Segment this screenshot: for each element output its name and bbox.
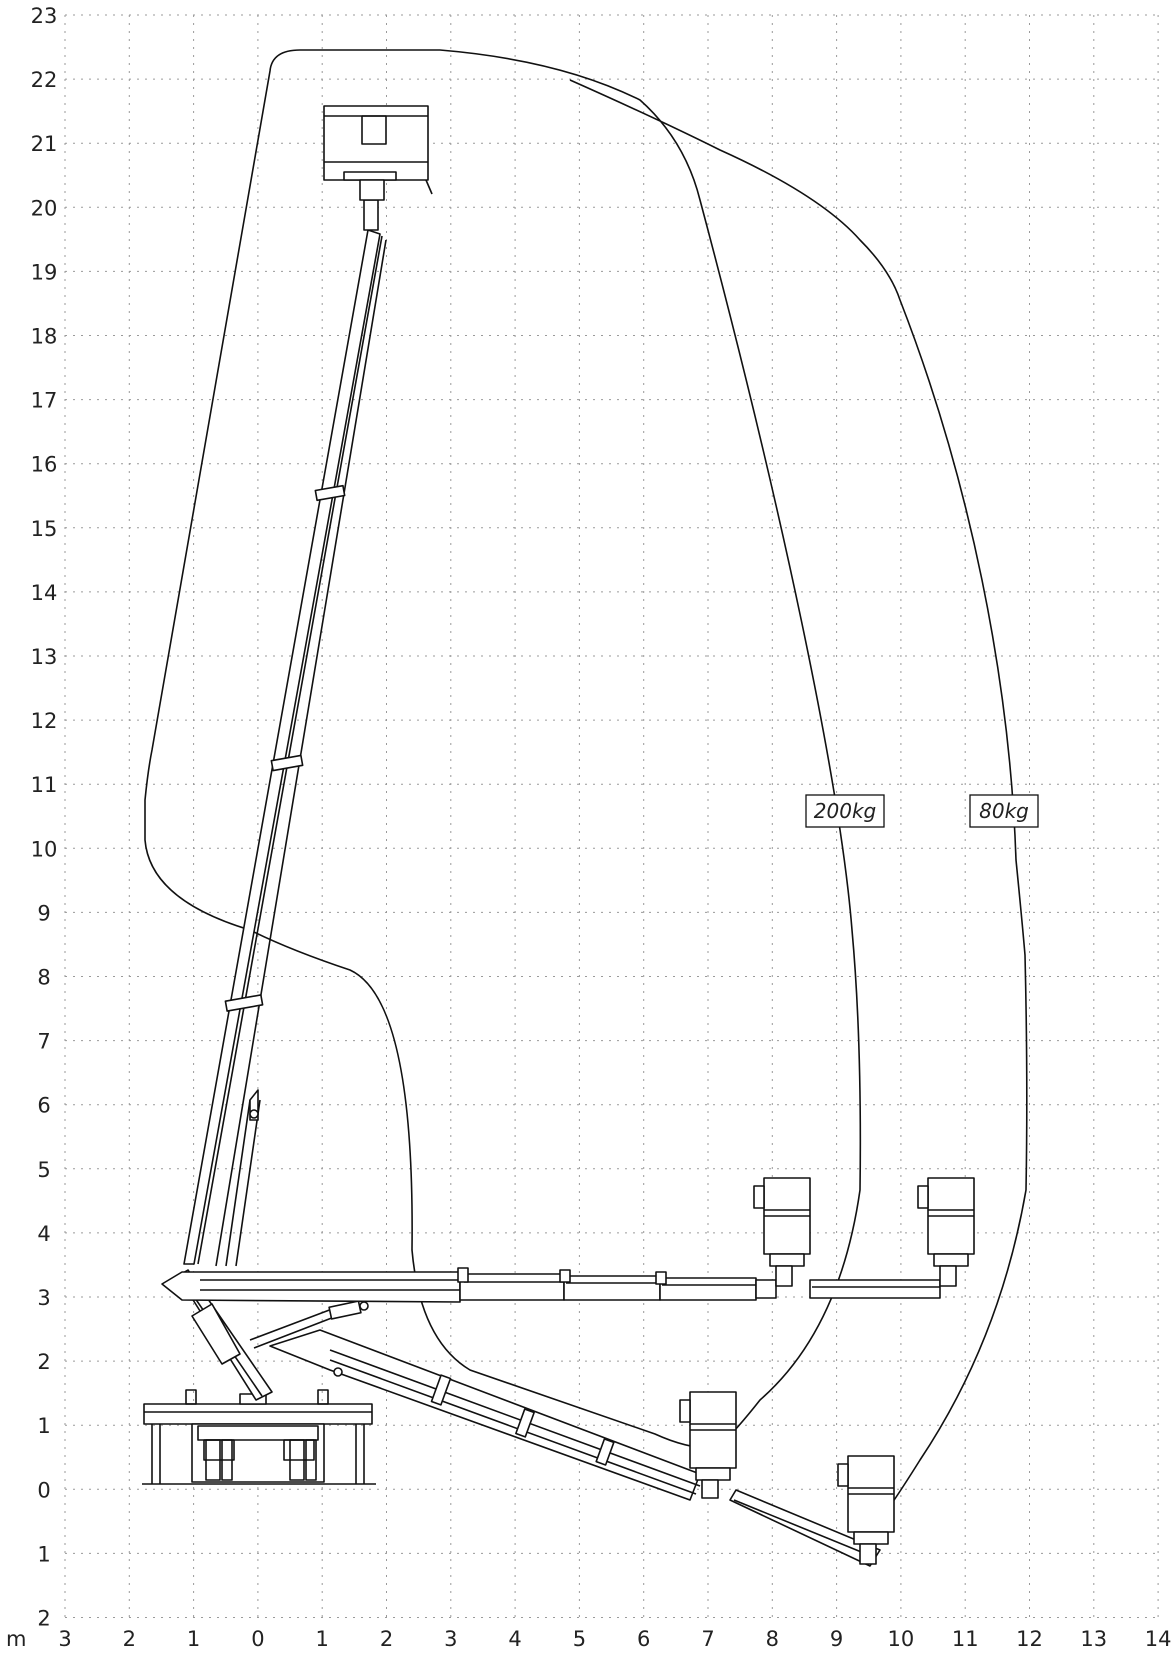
envelope-80kg	[569, 79, 1028, 1521]
y-tick-label: 19	[31, 260, 58, 284]
y-tick-label: 18	[31, 325, 58, 349]
y-tick-label: 4	[37, 1222, 50, 1246]
y-tick-label: 0	[37, 1478, 50, 1502]
y-tick-label: 1	[37, 1414, 50, 1438]
y-tick-label: 9	[37, 901, 50, 925]
y-tick-label: 3	[37, 1286, 50, 1310]
x-tick-label: 8	[766, 1627, 779, 1649]
label-80kg-text: 80kg	[979, 799, 1029, 823]
y-tick-label: 11	[31, 773, 58, 797]
lower-arm	[177, 1269, 369, 1401]
basket-80kg-horizontal	[917, 1177, 975, 1287]
x-tick-label: 3	[444, 1627, 457, 1649]
y-tick-label: 21	[31, 132, 58, 156]
y-tick-label: 6	[37, 1094, 50, 1118]
x-tick-label: 3	[58, 1627, 71, 1649]
y-tick-label: 2	[37, 1607, 50, 1631]
y-tick-label: 12	[31, 709, 58, 733]
basket-200kg-horizontal	[753, 1177, 811, 1287]
unit-label: m	[6, 1627, 26, 1649]
y-tick-label: 23	[31, 4, 58, 28]
x-tick-label: 13	[1080, 1627, 1107, 1649]
x-tick-label: 9	[830, 1627, 843, 1649]
lowered-boom	[269, 1329, 881, 1567]
y-tick-label: 16	[31, 453, 58, 477]
chassis-base	[142, 1389, 376, 1485]
x-tick-label: 1	[187, 1627, 200, 1649]
y-tick-label: 1	[37, 1542, 50, 1566]
y-tick-label: 22	[31, 68, 58, 92]
y-tick-label: 5	[37, 1158, 50, 1182]
x-tick-label: 5	[573, 1627, 586, 1649]
y-tick-label: 7	[37, 1030, 50, 1054]
y-tick-label: 10	[31, 837, 58, 861]
y-tick-label: 15	[31, 517, 58, 541]
x-tick-label: 6	[637, 1627, 650, 1649]
x-tick-label: 2	[380, 1627, 393, 1649]
basket-max-height	[323, 105, 433, 201]
horizontal-boom	[161, 1267, 941, 1303]
y-tick-label: 20	[31, 196, 58, 220]
y-tick-label: 17	[31, 389, 58, 413]
x-tick-label: 12	[1016, 1627, 1043, 1649]
basket-200kg-low	[679, 1391, 737, 1499]
basket-80kg-low	[837, 1455, 895, 1565]
x-tick-label: 14	[1145, 1627, 1172, 1649]
y-tick-label: 13	[31, 645, 58, 669]
envelope-200kg	[144, 49, 862, 1450]
x-tick-label: 1	[316, 1627, 329, 1649]
label-200kg-text: 200kg	[814, 799, 876, 823]
label-200kg: 200kg	[805, 794, 885, 828]
y-tick-label: 2	[37, 1350, 50, 1374]
label-80kg: 80kg	[969, 794, 1039, 828]
x-tick-label: 4	[508, 1627, 521, 1649]
x-tick-label: 0	[251, 1627, 264, 1649]
x-tick-label: 2	[123, 1627, 136, 1649]
y-tick-label: 8	[37, 966, 50, 990]
x-tick-label: 11	[952, 1627, 979, 1649]
x-tick-label: 7	[701, 1627, 714, 1649]
x-tick-label: 10	[888, 1627, 915, 1649]
vertical-boom	[183, 199, 387, 1267]
y-tick-label: 14	[31, 581, 58, 605]
